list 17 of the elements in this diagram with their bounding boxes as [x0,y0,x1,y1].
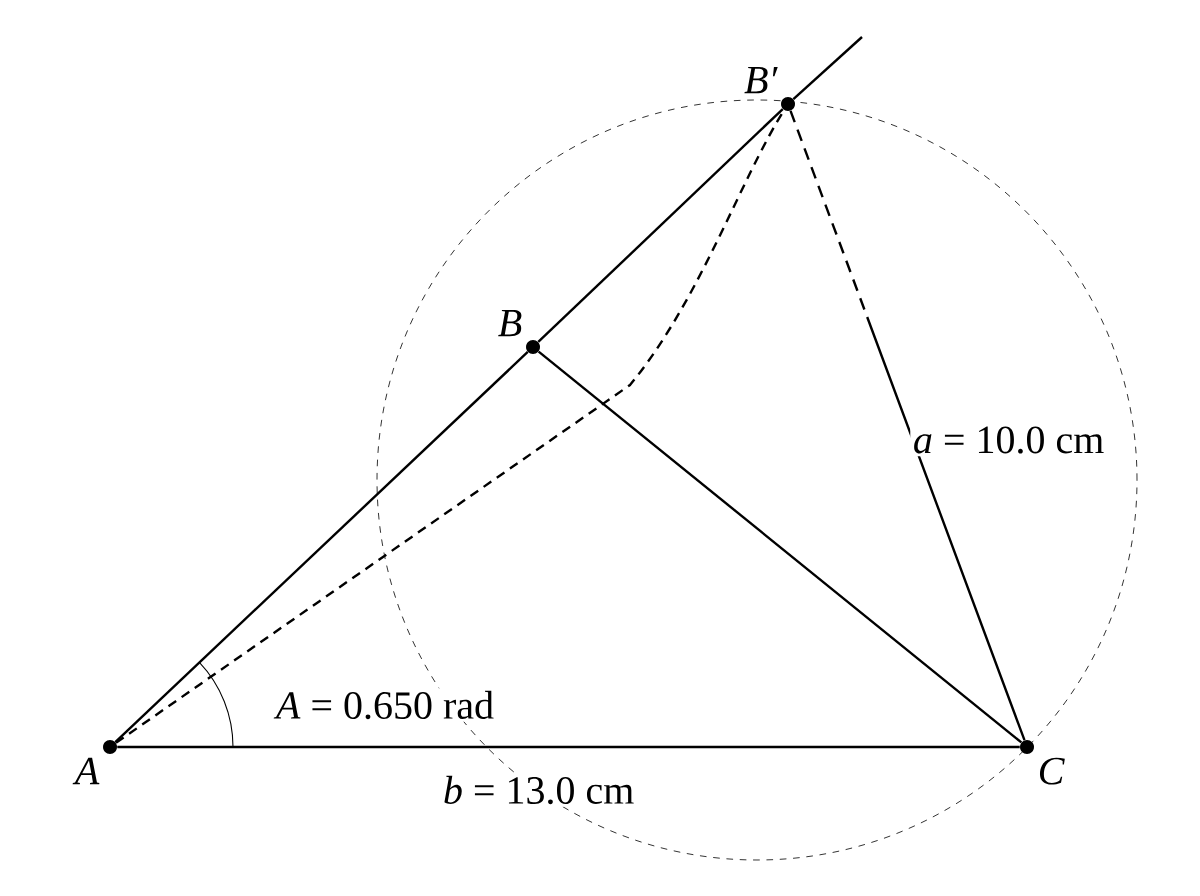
line-segment [792,36,863,100]
node-label: B [498,309,522,337]
point: A [72,740,117,785]
point: B′ [744,66,795,111]
node-label: C [1039,757,1065,785]
point: C [1020,740,1065,785]
edge-label: b = 13.0 cm [440,773,638,807]
line-segment [114,351,529,743]
node-label: B′ [744,66,778,94]
node-label: A [72,757,100,785]
line-segment [537,350,1023,744]
line-segment [789,110,1026,741]
edge-label: a = 10.0 cm [910,423,1108,457]
point: B [498,309,540,354]
line-segment [537,108,784,343]
line-segment [117,745,1020,749]
angle-label: A = 0.650 rad [273,688,497,722]
